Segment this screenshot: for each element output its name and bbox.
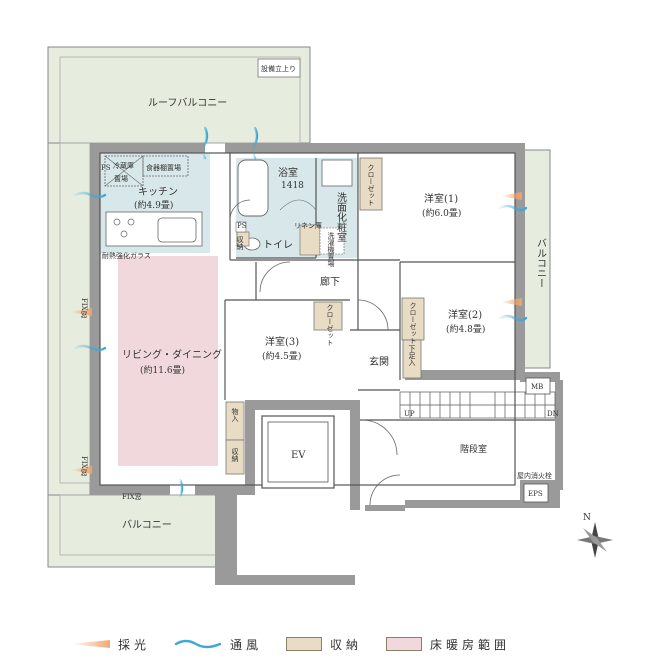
legend: 採光 通風 収納 床暖房範囲 — [70, 632, 550, 656]
fix3-label: FIX窓 — [122, 492, 142, 501]
ps1-label: PS — [101, 164, 111, 172]
living-label: リビング・ダイニング — [122, 348, 222, 361]
eps-label: EPS — [528, 490, 543, 498]
legend-label-wind: 通風 — [230, 637, 263, 652]
washer-label: 洗濯機置場 — [327, 231, 335, 268]
bath-label: 浴室 — [278, 166, 298, 179]
corridor-label: 廊下 — [320, 275, 340, 288]
equipment-label: 設備立上り — [261, 64, 296, 73]
fix1-label: FIX窓 — [80, 298, 88, 318]
closet2-label: クローゼット — [409, 302, 417, 344]
legend-item-wind: 通風 — [174, 636, 262, 653]
legend-label-light: 採光 — [118, 637, 151, 652]
shelf-label: 収納 — [236, 236, 244, 251]
linen-label: リネン庫 — [294, 221, 322, 230]
western1-size-label: (約6.0畳) — [422, 207, 461, 219]
dn-label: DN — [547, 410, 559, 418]
western1-label: 洋室(1) — [424, 192, 458, 205]
stairs-label: 階段室 — [460, 443, 487, 455]
shoe-label: 下足入 — [408, 345, 416, 366]
western2-label: 洋室(2) — [448, 308, 482, 321]
wind-icon — [174, 639, 222, 649]
mb-box — [525, 377, 551, 395]
fix2-label: FIX窓 — [80, 456, 88, 476]
wind-indicators — [73, 126, 528, 498]
kitchen-size-label: (約4.9畳) — [134, 199, 173, 211]
ev-label: EV — [291, 450, 306, 461]
ps2-label: PS — [237, 222, 247, 230]
legend-item-floor-heating: 床暖房範囲 — [386, 636, 510, 653]
entrance-label: 玄関 — [369, 355, 389, 368]
western3-size-label: (約4.5畳) — [262, 350, 301, 362]
storage-swatch — [286, 637, 323, 651]
legend-item-light: 採光 — [70, 636, 150, 653]
floor-plan: ルーフバルコニー 設備立上り 冷蔵庫 置場 食器棚置場 PS PS キッチン (… — [47, 46, 613, 585]
legend-label-storage: 収納 — [330, 637, 363, 652]
mb-label: MB — [531, 383, 543, 391]
roof-balcony-label: ルーフバルコニー — [148, 97, 227, 109]
fridge-sub-label: 置場 — [114, 174, 128, 183]
left-balcony-area — [47, 142, 91, 496]
closet1-label: クローゼット — [367, 164, 375, 206]
balcony-label: バルコニー — [122, 519, 172, 531]
legend-label-floor-heating: 床暖房範囲 — [430, 637, 511, 652]
dish-label: 食器棚置場 — [146, 163, 181, 172]
kitchen-label: キッチン — [138, 186, 178, 198]
storage2-label: 収納 — [231, 448, 239, 463]
western2-size-label: (約4.8畳) — [446, 323, 485, 335]
wash-basin — [321, 159, 353, 187]
kitchen-fixtures — [104, 155, 203, 247]
door-swings — [229, 199, 401, 506]
light-icon — [70, 640, 110, 648]
bottom-balcony-area — [47, 494, 219, 568]
storage-areas — [225, 157, 425, 475]
washroom-label: 洗面化粧室 — [335, 192, 347, 242]
up-label: UP — [404, 410, 415, 418]
elevator — [261, 415, 335, 489]
north-label: N — [583, 513, 591, 523]
toilet-label: トイレ — [263, 240, 293, 251]
legend-item-storage: 収納 — [286, 636, 362, 653]
glass-label: 耐熱強化ガラス — [102, 251, 151, 260]
living-size-label: (約11.6畳) — [140, 364, 185, 376]
right-balcony-area — [521, 149, 551, 369]
balcony-side-label: バルコニー — [535, 238, 547, 288]
floor-heating-range — [118, 256, 218, 466]
eps-box — [523, 483, 549, 503]
bath-size-label: 1418 — [281, 181, 304, 191]
storage1-label: 物入 — [231, 407, 239, 422]
bath-tub — [237, 159, 269, 217]
north-compass — [577, 522, 613, 558]
stairs — [399, 391, 556, 419]
western3-label: 洋室(3) — [265, 335, 299, 348]
equipment-box — [257, 58, 301, 78]
fridge-label: 冷蔵庫 — [113, 161, 134, 170]
closet3-label: クローゼット — [326, 304, 334, 346]
floor-heating-swatch — [386, 637, 423, 651]
hydrant-label: 屋内消火栓 — [517, 471, 552, 480]
light-indicators — [70, 192, 522, 474]
